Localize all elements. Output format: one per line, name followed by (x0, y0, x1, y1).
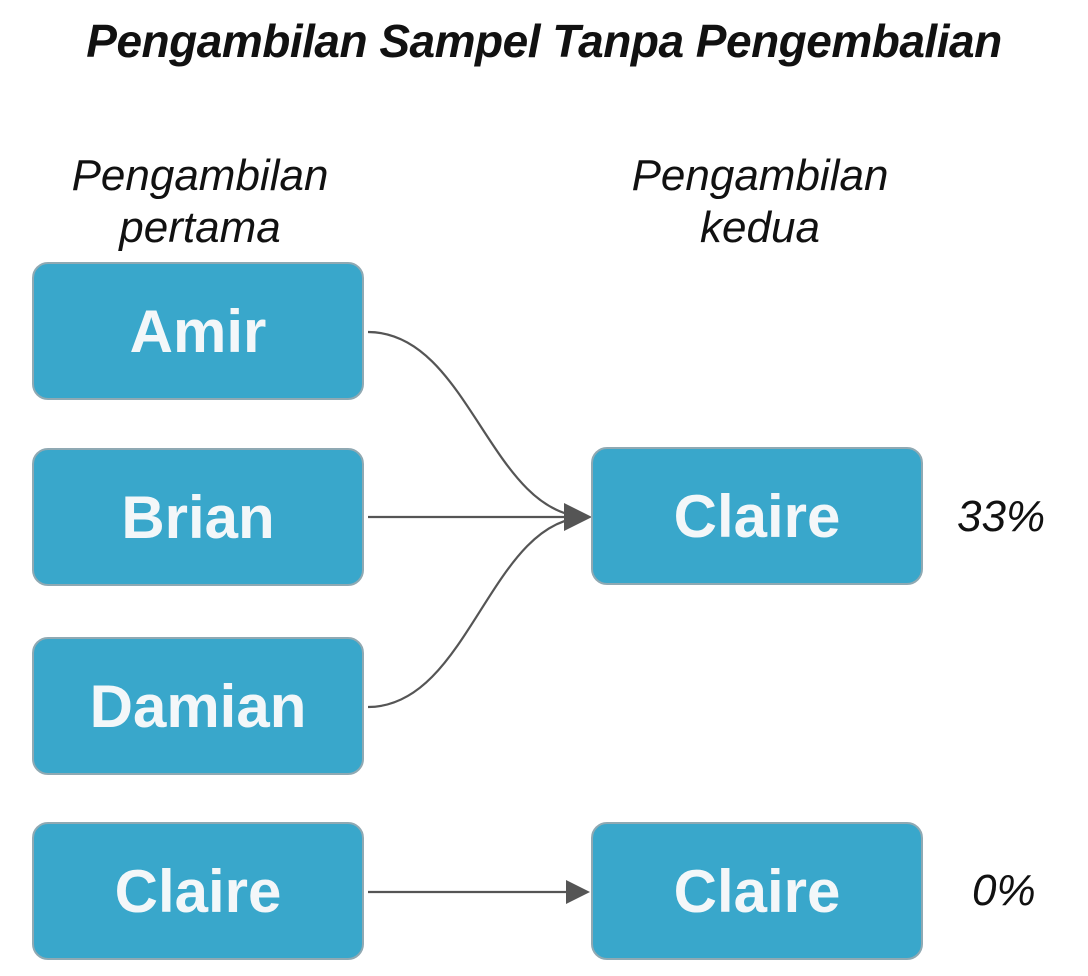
diagram-title: Pengambilan Sampel Tanpa Pengembalian (86, 15, 1002, 67)
column-header-second-line2: kedua (700, 203, 820, 252)
node-second-claire-2: Claire (591, 822, 923, 960)
column-header-first-line2: pertama (119, 203, 281, 252)
arrowhead-icon (566, 880, 590, 904)
column-header-first-line1: Pengambilan (71, 151, 329, 200)
node-first-brian: Brian (32, 448, 364, 586)
node-first-amir: Amir (32, 262, 364, 400)
arrow-damian-to-claire (367, 515, 589, 709)
arrowhead-icon (564, 503, 592, 531)
node-second-claire-1: Claire (591, 447, 923, 585)
column-header-second-draw: Pengambilan kedua (590, 150, 930, 254)
probability-label-33: 33% (957, 492, 1046, 541)
node-label: Claire (673, 482, 841, 550)
node-label: Amir (129, 297, 267, 365)
column-header-first-draw: Pengambilan pertama (30, 150, 370, 254)
node-first-claire: Claire (32, 822, 364, 960)
node-first-damian: Damian (32, 637, 364, 775)
node-label: Claire (114, 857, 282, 925)
node-label: Brian (121, 483, 275, 551)
node-label: Claire (673, 857, 841, 925)
arrow-amir-to-claire (367, 330, 589, 519)
column-header-second-line1: Pengambilan (631, 151, 889, 200)
node-label: Damian (89, 672, 307, 740)
probability-label-0: 0% (972, 866, 1036, 915)
